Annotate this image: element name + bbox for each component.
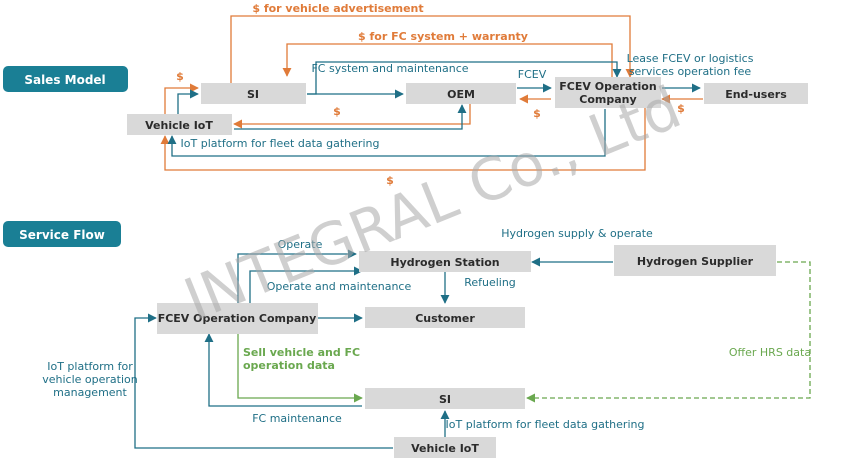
- node-fcev-operation-line1: FCEV Operation: [559, 80, 656, 93]
- flow-iot-vom: [134, 313, 393, 449]
- flow-operate: [237, 249, 357, 304]
- flow-dollar-bottom: [160, 106, 646, 171]
- flow-operate-maintenance: [249, 266, 363, 304]
- label-dollar-bottom: $: [386, 174, 394, 187]
- flow-iot-oem: [234, 104, 467, 130]
- label-fcev: FCEV: [518, 68, 547, 81]
- node-oem[interactable]: OEM: [406, 83, 516, 104]
- node-si-label: SI: [247, 88, 259, 101]
- node-si[interactable]: SI: [201, 83, 306, 104]
- node-hydrogen-station-label: Hydrogen Station: [390, 256, 499, 269]
- service-flows: [134, 249, 613, 449]
- label-h2-supply: Hydrogen supply & operate: [501, 227, 653, 240]
- label-ad-money: $ for vehicle advertisement: [252, 2, 423, 15]
- section-sales-model: Sales Model: [3, 66, 128, 92]
- label-operate: Operate: [278, 238, 323, 251]
- flow-sell-vehicle: [237, 334, 363, 403]
- node-vehicle-iot[interactable]: Vehicle IoT: [127, 114, 232, 135]
- section-service-flow-label: Service Flow: [19, 228, 105, 242]
- label-iot-platform-sales: IoT platform for fleet data gathering: [181, 137, 380, 150]
- node-hydrogen-station[interactable]: Hydrogen Station: [359, 251, 531, 272]
- service-green-flows: [237, 261, 811, 403]
- label-fc-system-maintenance: FC system and maintenance: [311, 62, 468, 75]
- label-sell-line2: operation data: [243, 359, 335, 372]
- flow-dollar-oem-iot: [233, 104, 471, 129]
- sales-money-flows: [160, 15, 703, 171]
- label-refueling: Refueling: [464, 276, 516, 289]
- node-end-users-label: End-users: [725, 88, 787, 101]
- node-hydrogen-supplier[interactable]: Hydrogen Supplier: [614, 245, 776, 276]
- flow-fc-maintenance: [204, 333, 362, 407]
- node-fcev-operation-line2: Company: [579, 93, 636, 106]
- label-iot-vom-line1: IoT platform for: [47, 360, 133, 373]
- label-lease-line1: Lease FCEV or logistics: [627, 52, 754, 65]
- flow-dollar-to-si: [164, 83, 199, 114]
- label-lease-line2: services operation fee: [629, 65, 752, 78]
- sales-service-flows: [167, 61, 701, 157]
- flow-offer-hrs: [526, 261, 811, 403]
- label-iot-platform-service: IoT platform for fleet data gathering: [446, 418, 645, 431]
- label-dollar-si: $: [176, 70, 184, 83]
- flow-iot-si: [177, 89, 199, 114]
- node-customer[interactable]: Customer: [365, 307, 525, 328]
- node-hydrogen-supplier-label: Hydrogen Supplier: [637, 255, 754, 268]
- label-sell-line1: Sell vehicle and FC: [243, 346, 360, 359]
- node-vehicle-iot-service-label: Vehicle IoT: [411, 442, 479, 455]
- node-oem-label: OEM: [447, 88, 475, 101]
- flow-fc-warranty-money: [282, 43, 613, 77]
- label-fc-maintenance: FC maintenance: [252, 412, 342, 425]
- node-si-service-label: SI: [439, 393, 451, 406]
- node-vehicle-iot-service[interactable]: Vehicle IoT: [394, 437, 496, 458]
- label-iot-vom-line3: management: [53, 386, 127, 399]
- node-si-service[interactable]: SI: [365, 388, 525, 409]
- node-fcev-operation-company-label: FCEV Operation Company: [158, 312, 317, 325]
- node-end-users[interactable]: End-users: [704, 83, 808, 104]
- label-operate-maintenance: Operate and maintenance: [267, 280, 412, 293]
- label-dollar-end: $: [677, 102, 685, 115]
- flow-ad-money: [230, 15, 635, 83]
- section-sales-model-label: Sales Model: [24, 73, 105, 87]
- watermark: INTEGRAL Co., Ltd: [175, 73, 690, 334]
- node-fcev-operation-company[interactable]: FCEV Operation Company: [157, 303, 318, 334]
- section-service-flow: Service Flow: [3, 221, 121, 247]
- label-dollar-oem: $: [333, 105, 341, 118]
- label-offer-hrs: Offer HRS data: [729, 346, 811, 359]
- node-vehicle-iot-label: Vehicle IoT: [145, 119, 213, 132]
- node-customer-label: Customer: [415, 312, 475, 325]
- label-dollar-fcev: $: [533, 107, 541, 120]
- node-fcev-operation[interactable]: FCEV Operation Company: [555, 77, 661, 108]
- label-fc-warranty: $ for FC system + warranty: [358, 30, 528, 43]
- flow-iot-platform: [167, 109, 606, 157]
- label-iot-vom-line2: vehicle operation: [42, 373, 138, 386]
